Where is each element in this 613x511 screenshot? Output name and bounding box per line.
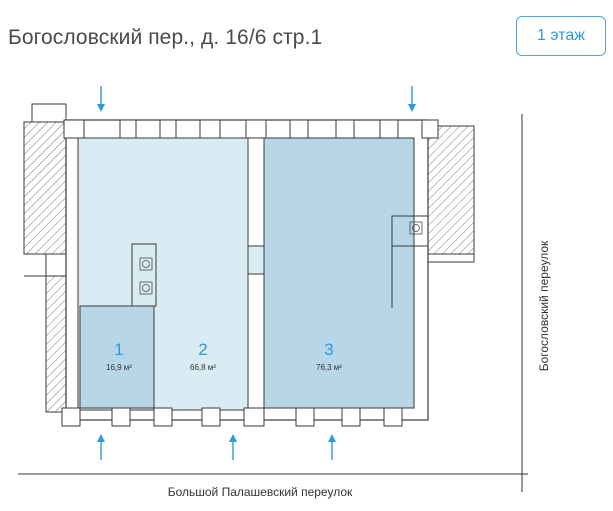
room-2-number: 2 [198,340,207,359]
doorway [248,246,264,274]
page-title: Богословский пер., д. 16/6 стр.1 [8,26,323,49]
entrance-arrow-bottom-middle [229,434,237,460]
street-label-bottom: Большой Палашевский переулок [168,485,353,499]
room-3-area[interactable] [264,138,414,408]
entrance-arrow-top-left [97,86,105,112]
street-label-right: Богословский переулок [537,240,551,371]
room-1-number: 1 [114,340,123,359]
room-3-area: 76,3 м² [316,363,342,372]
toilet-icon [139,221,423,295]
room-1-area[interactable] [80,306,154,408]
entrance-arrows [97,86,416,460]
room-labels: 1 16,9 м² 2 66,8 м² 3 76,3 м² [106,340,342,372]
entrance-arrow-top-right [408,86,416,112]
windows-bottom [61,407,403,427]
windows-top [63,119,439,139]
entrance-arrow-bottom-right [328,434,336,460]
street-lines [18,114,528,492]
room-1-area: 16,9 м² [106,363,132,372]
floor-selector-button[interactable]: 1 этаж [516,16,606,56]
room-2-area: 66,8 м² [190,363,216,372]
entrance-arrow-bottom-left [97,434,105,460]
room-3-number: 3 [324,340,333,359]
